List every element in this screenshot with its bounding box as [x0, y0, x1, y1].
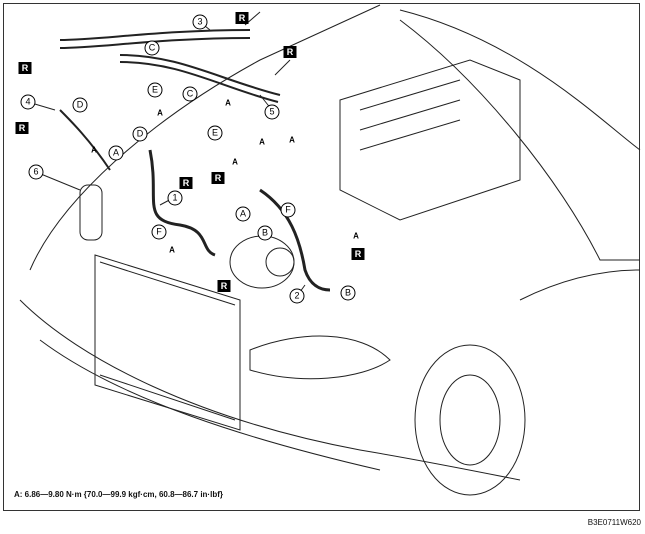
car-windshield: [399, 19, 640, 261]
torque-marker: A: [353, 231, 359, 241]
ref-e: E: [147, 82, 163, 98]
receiver-drier: [79, 184, 103, 241]
callout-1: 1: [167, 190, 183, 206]
torque-marker: A: [232, 157, 238, 167]
pipe-1: [148, 149, 216, 257]
figure-code: B3E0711W620: [587, 518, 641, 527]
evaporator-unit: [339, 59, 521, 221]
replace-marker: R: [235, 12, 249, 24]
ref-b: B: [340, 285, 356, 301]
car-front-bumper: [19, 299, 521, 481]
callout-5: 5: [264, 104, 280, 120]
car-front-wheel: [414, 344, 526, 496]
ref-a: A: [108, 145, 124, 161]
pipe-2: [259, 188, 331, 292]
diagram-frame: [3, 3, 640, 511]
torque-marker: A: [169, 245, 175, 255]
car-wheel-hub: [439, 374, 501, 466]
replace-marker: R: [351, 248, 365, 260]
ref-c: C: [144, 40, 160, 56]
compressor: [229, 235, 295, 289]
ref-e: E: [207, 125, 223, 141]
callout-4: 4: [20, 94, 36, 110]
replace-marker: R: [179, 177, 193, 189]
pipe-4: [59, 109, 111, 171]
pipe-5: [119, 54, 281, 103]
ref-c: C: [182, 86, 198, 102]
car-headlight: [249, 335, 391, 380]
replace-marker: R: [15, 122, 29, 134]
car-lower-grille: [39, 339, 381, 471]
ref-f: F: [280, 202, 296, 218]
replace-marker: R: [211, 172, 225, 184]
replace-marker: R: [283, 46, 297, 58]
car-hood-outline: [29, 4, 381, 271]
pipe-3: [59, 29, 251, 49]
ref-a: A: [235, 206, 251, 222]
torque-marker: A: [157, 108, 163, 118]
torque-spec-caption: A: 6.86—9.80 N·m {70.0—99.9 kgf·cm, 60.8…: [14, 490, 223, 499]
callout-3: 3: [192, 14, 208, 30]
car-fender: [399, 9, 641, 151]
replace-marker: R: [217, 280, 231, 292]
torque-marker: A: [289, 135, 295, 145]
car-side-line: [519, 269, 641, 301]
callout-6: 6: [28, 164, 44, 180]
replace-marker: R: [18, 62, 32, 74]
ref-d: D: [72, 97, 88, 113]
condenser: [94, 254, 241, 431]
torque-marker: A: [225, 98, 231, 108]
ref-f: F: [151, 224, 167, 240]
torque-marker: A: [259, 137, 265, 147]
ref-d: D: [132, 126, 148, 142]
ref-b: B: [257, 225, 273, 241]
callout-2: 2: [289, 288, 305, 304]
torque-marker: A: [91, 145, 97, 155]
